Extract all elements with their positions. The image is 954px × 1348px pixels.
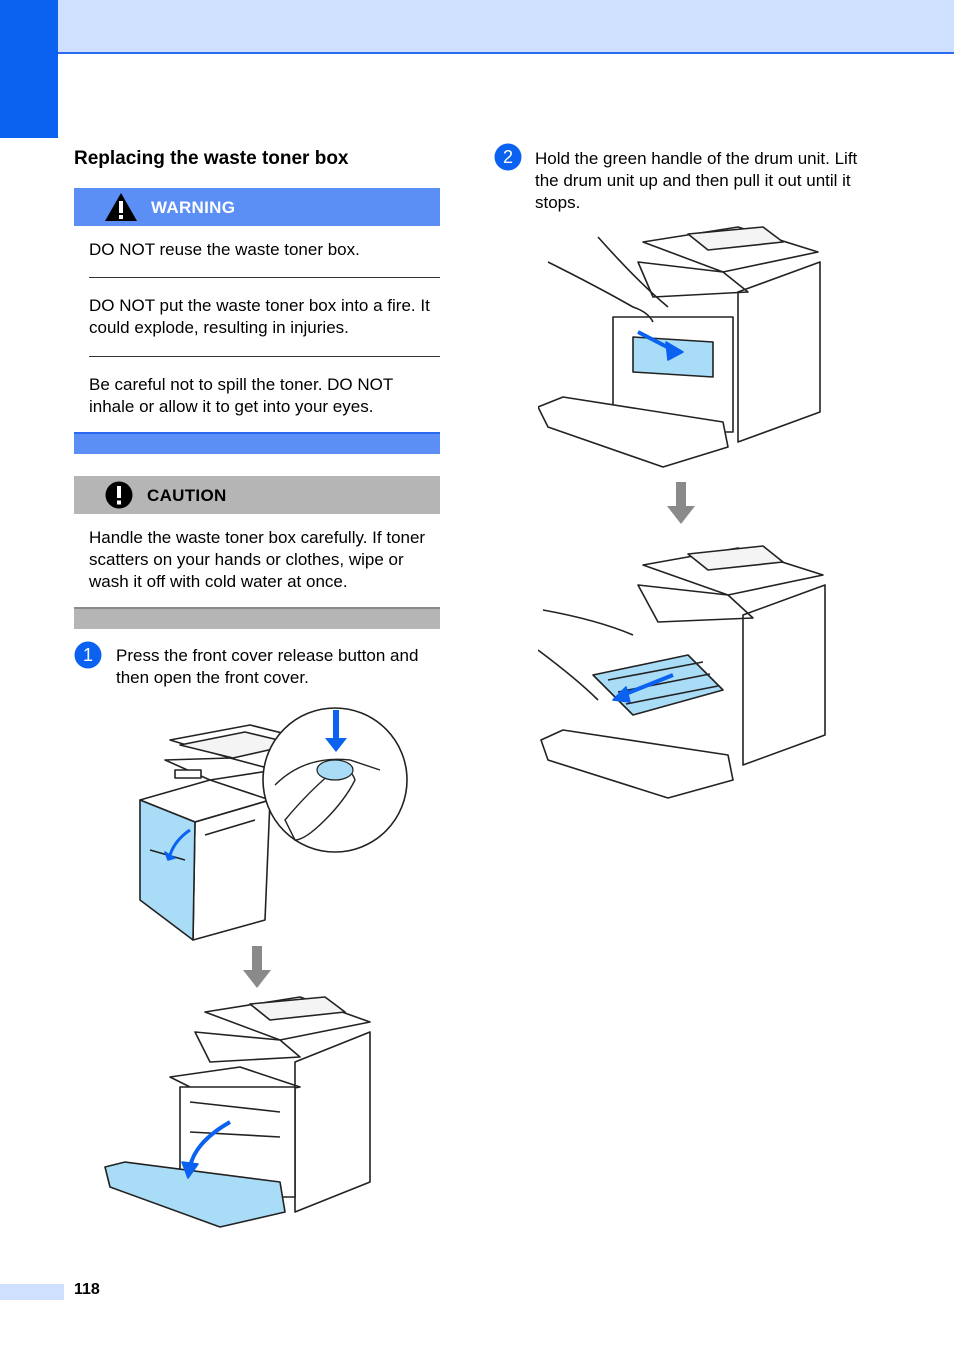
step-text: Hold the green handle of the drum unit. … — [535, 149, 858, 212]
step-text: Press the front cover release button and… — [116, 646, 419, 687]
caution-label: CAUTION — [147, 486, 227, 505]
step-number-marker: 2 — [494, 143, 522, 171]
warning-item: DO NOT reuse the waste toner box. — [89, 240, 360, 259]
caution-end-bar — [74, 607, 440, 629]
page-number: 118 — [74, 1281, 100, 1298]
drum-unit-pulled-out-illustration — [538, 545, 826, 799]
section-title: Replacing the waste toner box — [74, 148, 349, 169]
step-number-marker: 1 — [74, 641, 102, 669]
printer-front-cover-open-illustration — [104, 996, 371, 1228]
caution-header: CAUTION — [74, 476, 440, 514]
printer-front-cover-closed-illustration — [139, 707, 408, 941]
warning-label: WARNING — [151, 198, 236, 217]
caution-exclamation-icon — [105, 481, 133, 509]
step-number: 1 — [83, 645, 93, 665]
chapter-tab — [0, 0, 58, 138]
caution-text: Handle the waste toner box carefully. If… — [89, 528, 426, 591]
divider — [89, 356, 440, 357]
arrow-down-icon — [667, 482, 695, 524]
arrow-down-icon — [243, 946, 271, 988]
warning-triangle-icon — [105, 193, 137, 221]
warning-item: DO NOT put the waste toner box into a fi… — [89, 296, 430, 337]
warning-end-bar — [74, 432, 440, 454]
header-band — [0, 0, 954, 54]
warning-item: Be careful not to spill the toner. DO NO… — [89, 375, 393, 416]
warning-header: WARNING — [74, 188, 440, 226]
footer-band — [0, 1284, 64, 1300]
divider — [89, 277, 440, 278]
step-number: 2 — [503, 147, 513, 167]
drum-unit-lift-illustration — [538, 226, 821, 468]
